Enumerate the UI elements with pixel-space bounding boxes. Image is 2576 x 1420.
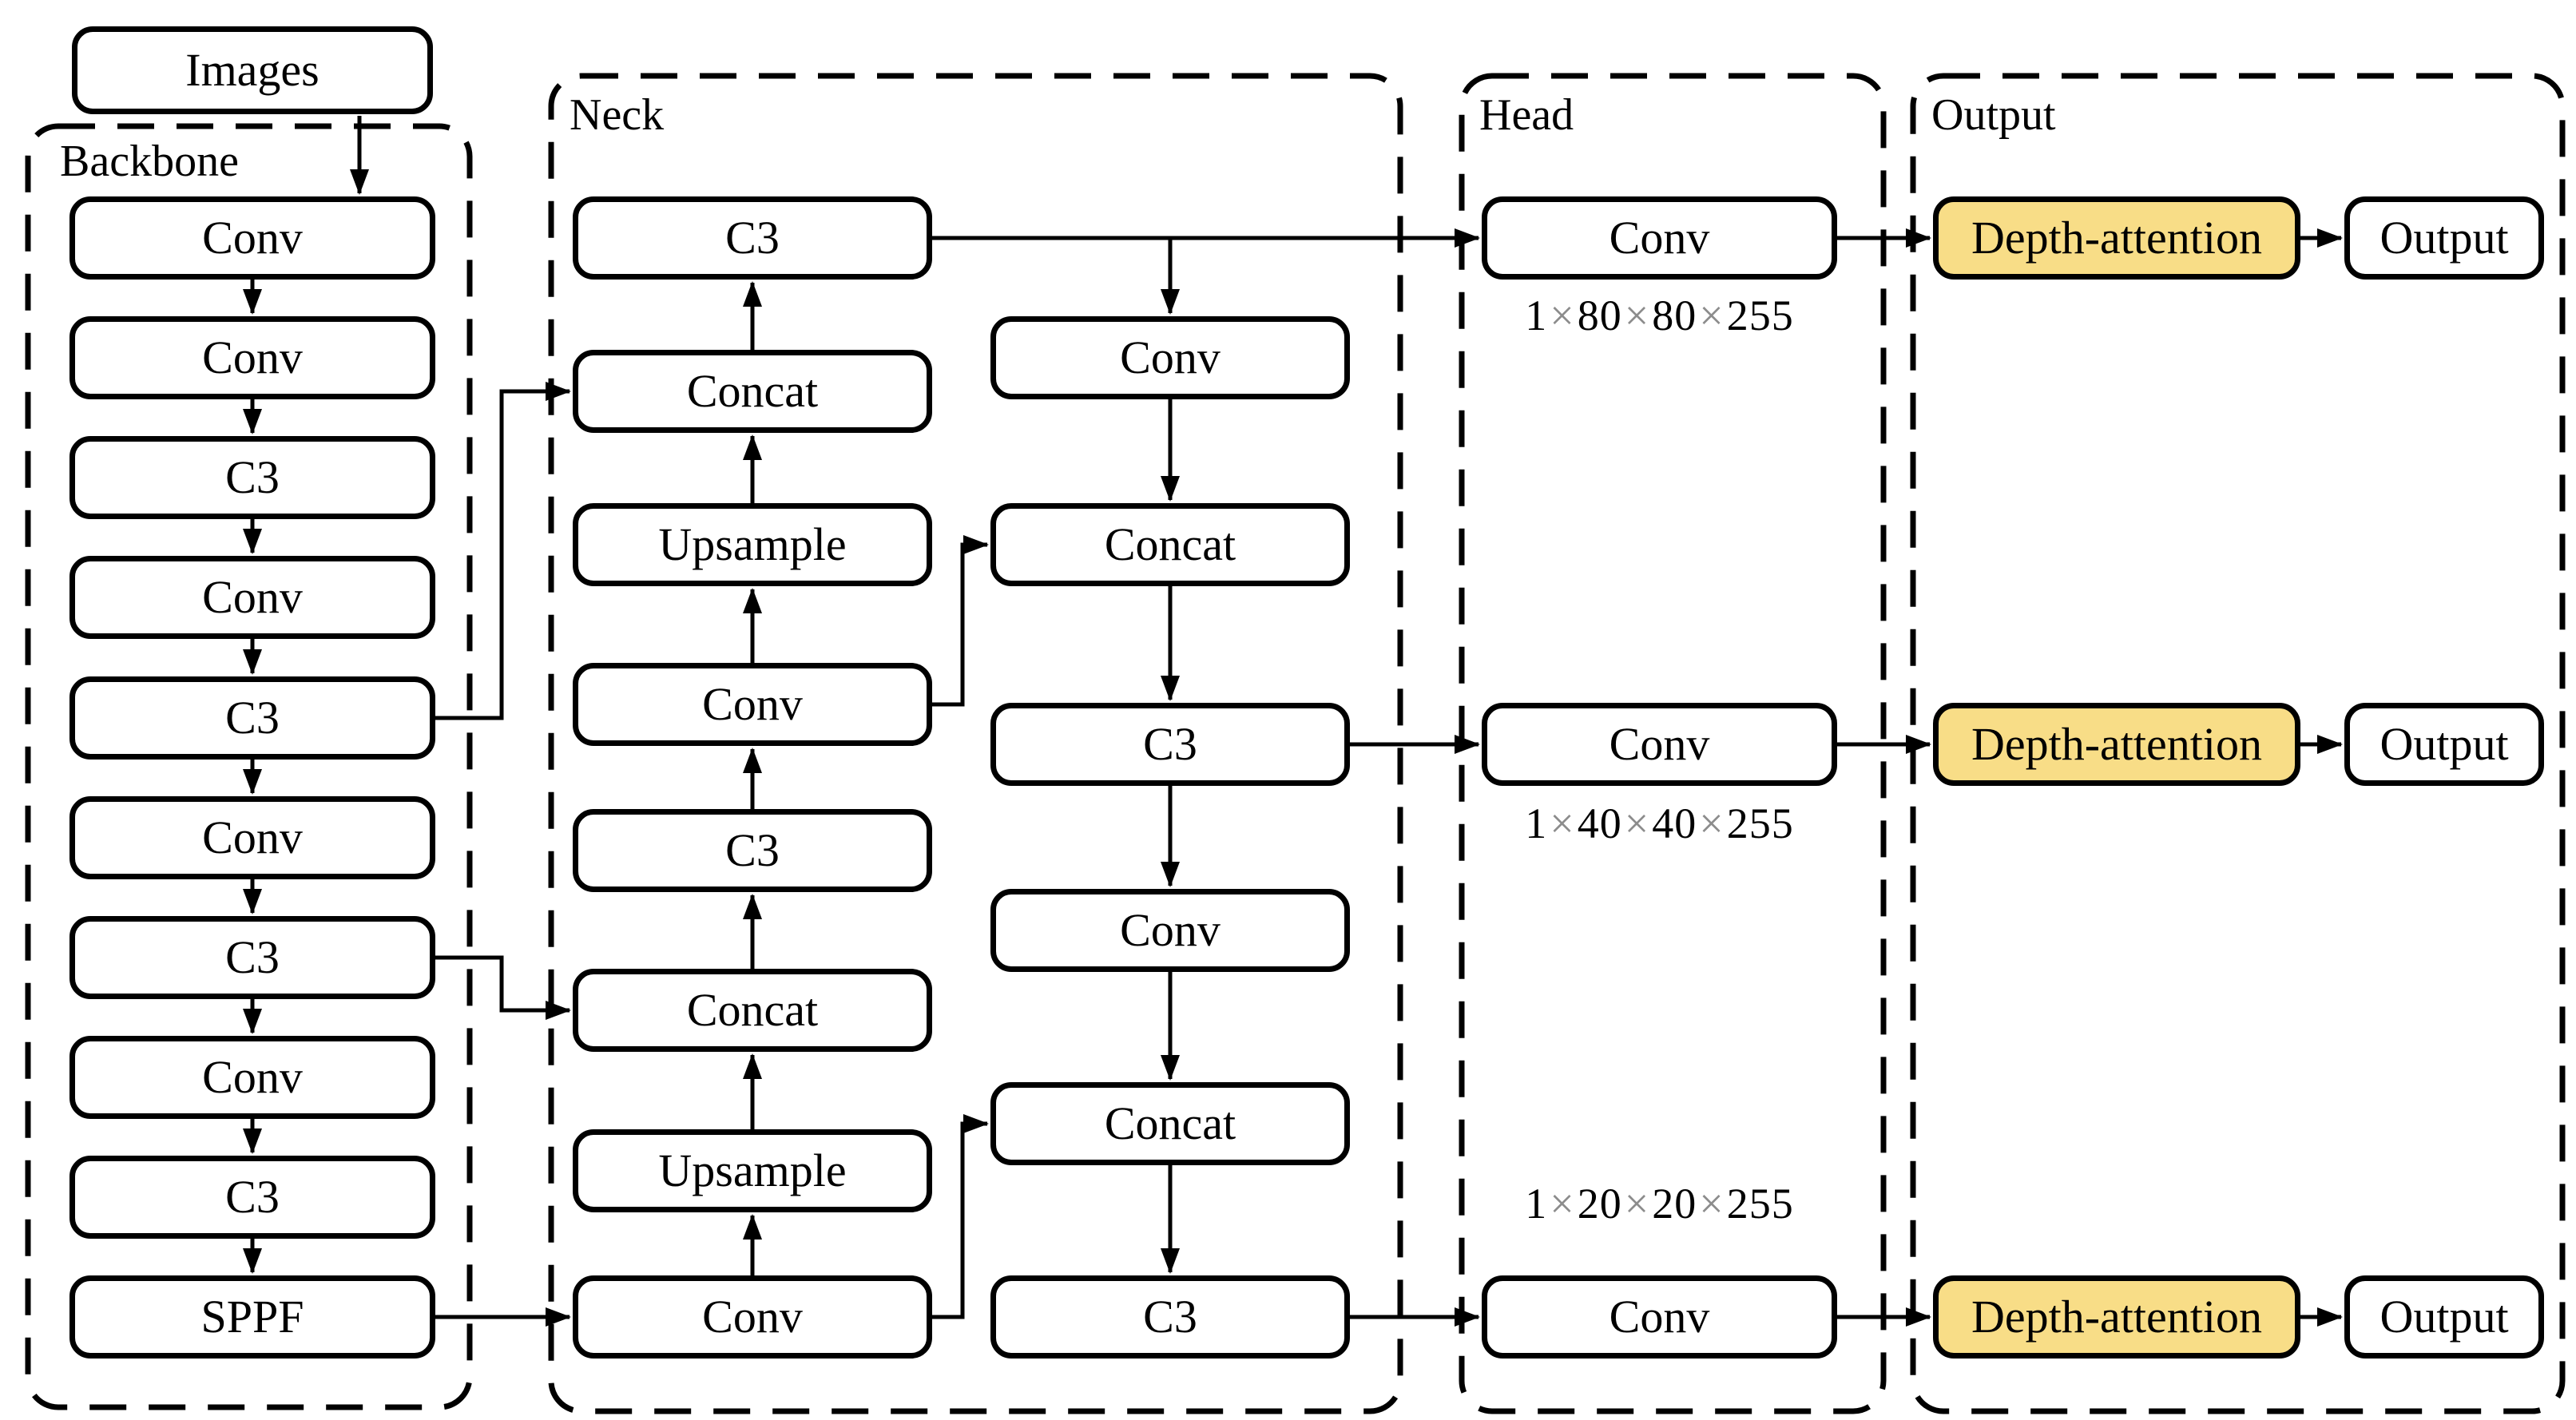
neck-left-node-7: Upsample xyxy=(573,1129,932,1212)
neck-left-node-4: Conv xyxy=(573,663,932,746)
output-node-3: Output xyxy=(2344,1275,2544,1359)
neck-left-node-6: Concat xyxy=(573,969,932,1052)
multiply-sign: × xyxy=(1699,292,1725,340)
head-conv-node-3: Conv xyxy=(1482,1275,1837,1359)
output-node-2: Output xyxy=(2344,703,2544,786)
head-output-arrows xyxy=(1837,228,2343,1327)
backbone-node-6: Conv xyxy=(69,796,435,879)
backbone-node-8: Conv xyxy=(69,1036,435,1119)
neck-container-outline xyxy=(548,73,1403,1414)
neck-left-node-8: Conv xyxy=(573,1275,932,1359)
head-dim-label-1: 1×80×80×255 xyxy=(1525,292,1794,340)
neck-right-node-2: Concat xyxy=(990,503,1350,586)
neck-cross-arrows xyxy=(932,228,1480,1327)
neck-right-node-6: C3 xyxy=(990,1275,1350,1359)
backbone-node-10: SPPF xyxy=(69,1275,435,1359)
neck-right-node-1: Conv xyxy=(990,316,1350,399)
multiply-sign: × xyxy=(1624,292,1650,340)
backbone-node-1: Conv xyxy=(69,196,435,280)
depth-attention-node-3: Depth-attention xyxy=(1933,1275,2300,1359)
backbone-node-3: C3 xyxy=(69,436,435,519)
neck-right-node-5: Concat xyxy=(990,1082,1350,1165)
backbone-node-4: Conv xyxy=(69,556,435,639)
backbone-container-outline xyxy=(25,123,473,1410)
neck-right-node-3: C3 xyxy=(990,703,1350,786)
neck-left-node-3: Upsample xyxy=(573,503,932,586)
head-conv-node-2: Conv xyxy=(1482,703,1837,786)
multiply-sign: × xyxy=(1699,1180,1725,1228)
backbone-section-label: Backbone xyxy=(60,137,239,186)
neck-left-node-5: C3 xyxy=(573,809,932,892)
input-images-node: Images xyxy=(72,26,433,114)
multiply-sign: × xyxy=(1550,1180,1575,1228)
head-dim-label-2: 1×40×40×255 xyxy=(1525,799,1794,848)
backbone-to-neck-arrows xyxy=(435,382,571,1327)
backbone-node-5: C3 xyxy=(69,676,435,760)
backbone-node-9: C3 xyxy=(69,1156,435,1239)
neck-left-node-1: C3 xyxy=(573,196,932,280)
neck-right-node-4: Conv xyxy=(990,889,1350,972)
neck-left-node-2: Concat xyxy=(573,350,932,433)
backbone-node-7: C3 xyxy=(69,916,435,999)
multiply-sign: × xyxy=(1550,292,1575,340)
head-conv-node-1: Conv xyxy=(1482,196,1837,280)
head-container-outline xyxy=(1459,73,1887,1414)
head-dim-label-3: 1×20×20×255 xyxy=(1525,1180,1794,1228)
output-node-1: Output xyxy=(2344,196,2544,280)
output-container-outline xyxy=(1910,73,2566,1414)
neck-section-label: Neck xyxy=(570,90,665,140)
depth-attention-node-1: Depth-attention xyxy=(1933,196,2300,280)
backbone-flow-arrows xyxy=(243,116,369,1274)
multiply-sign: × xyxy=(1624,799,1650,848)
head-section-label: Head xyxy=(1479,90,1574,140)
multiply-sign: × xyxy=(1624,1180,1650,1228)
multiply-sign: × xyxy=(1550,799,1575,848)
output-section-label: Output xyxy=(1931,90,2056,140)
multiply-sign: × xyxy=(1699,799,1725,848)
backbone-node-2: Conv xyxy=(69,316,435,399)
depth-attention-node-2: Depth-attention xyxy=(1933,703,2300,786)
